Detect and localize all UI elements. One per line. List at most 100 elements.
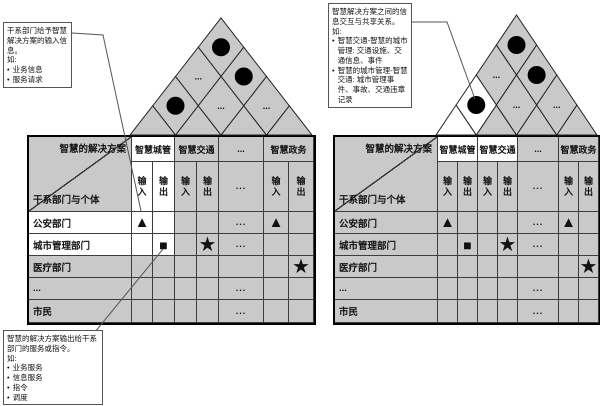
row-label: 城市管理部门: [29, 234, 132, 256]
matrix-cell: [264, 234, 289, 256]
matrix-cell: [197, 300, 219, 323]
left-roof-half-cell: [128, 104, 177, 136]
bullet-text: 业务服务: [12, 363, 43, 373]
matrix-cell: [498, 212, 518, 234]
sub-header: 输入: [438, 162, 458, 212]
bullet-text: 信息服务: [12, 373, 43, 382]
sub-header: 输入: [478, 162, 498, 212]
corner-label-stakeholders: 干系部门与个体: [33, 195, 100, 206]
matrix-cell: [498, 256, 518, 278]
callout-bullet: • 智慧交通-智慧的城市管理: 交通设施、交通信息、事件: [332, 36, 408, 65]
row-label: 城市管理部门: [335, 234, 438, 256]
matrix-cell: [219, 256, 264, 278]
right-roof-half-cell: [555, 104, 598, 136]
callout-text: 智慧的解决方案输出给干系部门的服务或指令。: [7, 334, 97, 353]
matrix-cell: [153, 278, 175, 300]
matrix-cell: ...: [518, 212, 559, 234]
matrix-cell: ■: [153, 234, 175, 256]
column-header: 智慧政务: [264, 137, 314, 162]
right-house-table: 智慧的解决方案干系部门与个体智慧城管智慧交通...智慧政务输入输出输入输出...…: [333, 135, 600, 325]
column-header: 智慧交通: [175, 137, 219, 162]
column-header: 智慧城管: [438, 137, 478, 162]
matrix-cell: ...: [219, 300, 264, 323]
matrix-cell: [197, 256, 219, 278]
callout-bullet: • 信息服务: [7, 373, 99, 383]
matrix-cell: [518, 256, 559, 278]
matrix-cell: [153, 256, 175, 278]
bullet-marker-icon: •: [7, 382, 10, 392]
left-roof-cell: [197, 17, 245, 78]
corner-label-solutions: 智慧的解决方案: [59, 144, 126, 155]
matrix-cell: [498, 300, 518, 323]
callout-bullet: • 调度: [7, 393, 99, 403]
matrix-cell: [264, 300, 289, 323]
row-label: 医疗部门: [335, 256, 438, 278]
matrix-cell: ...: [518, 234, 559, 256]
matrix-cell: [559, 278, 579, 300]
right-roof-cell: [475, 44, 518, 106]
roof-dots-label: ...: [553, 100, 561, 110]
matrix-cell: [438, 278, 458, 300]
right-roof-half-cell: [515, 104, 558, 136]
sub-header: ...: [219, 162, 264, 212]
callout-example-label: 如:: [7, 55, 17, 65]
matrix-cell: [289, 212, 314, 234]
left-roof-cell: [220, 46, 268, 107]
callout-stakeholder-input: 干系部门给予智慧解决方案的输入信息。 如: • 业务信息 • 服务请求: [3, 22, 72, 88]
matrix-cell: [197, 212, 219, 234]
row-label: ...: [335, 278, 438, 300]
callout-bullet: • 服务请求: [7, 75, 68, 85]
matrix-cell: [197, 278, 219, 300]
matrix-cell: [559, 300, 579, 323]
bullet-marker-icon: •: [7, 65, 10, 74]
callout-leader-line: [412, 21, 476, 100]
matrix-cell: ...: [219, 234, 264, 256]
callout-example-label: 如:: [7, 353, 17, 363]
roof-relation-circle-icon: [467, 96, 486, 114]
matrix-cell: ▲: [559, 212, 579, 234]
row-label: 公安部门: [335, 212, 438, 234]
column-header: 智慧政务: [559, 137, 599, 162]
callout-bullet: • 业务信息: [7, 65, 68, 75]
matrix-cell: [438, 300, 458, 323]
callout-solution-output: 智慧的解决方案输出给干系部门的服务或指令。 如: • 业务服务 • 信息服务 •…: [3, 330, 103, 406]
sub-header: 输出: [197, 162, 219, 212]
roof-dots-label: ...: [493, 70, 501, 80]
matrix-cell: ...: [219, 278, 264, 300]
matrix-cell: [478, 256, 498, 278]
matrix-cell: [438, 234, 458, 256]
matrix-cell: [498, 278, 518, 300]
matrix-cell: [478, 234, 498, 256]
row-label: 医疗部门: [29, 256, 132, 278]
right-roof-cell: [515, 44, 558, 106]
corner-label-solutions: 智慧的解决方案: [365, 144, 432, 155]
matrix-cell: [579, 212, 599, 234]
row-label: 市民: [335, 300, 438, 323]
matrix-cell: [458, 212, 478, 234]
sub-header: 输入: [559, 162, 579, 212]
matrix-cell: [289, 300, 314, 323]
left-roof-cell: [152, 75, 199, 136]
matrix-cell: ■: [458, 234, 478, 256]
bullet-text: 指令: [12, 382, 28, 392]
sub-header: 输入: [264, 162, 289, 212]
right-roof-cell: [455, 74, 497, 136]
matrix-cell: [579, 278, 599, 300]
bullet-marker-icon: •: [332, 65, 335, 75]
matrix-cell: [132, 300, 153, 323]
matrix-cell: ...: [518, 300, 559, 323]
sub-header: 输出: [153, 162, 175, 212]
left-roof-half-cell: [219, 104, 268, 136]
matrix-cell: [458, 256, 478, 278]
matrix-cell: [153, 212, 175, 234]
sub-header: 输出: [498, 162, 518, 212]
roof-relation-circle-icon: [527, 66, 546, 84]
right-roof-half-cell: [475, 104, 518, 136]
matrix-cell: [132, 278, 153, 300]
matrix-cell: [132, 234, 153, 256]
matrix-cell: [579, 234, 599, 256]
matrix-cell: [175, 278, 197, 300]
column-header: ...: [219, 137, 264, 162]
row-label: ...: [29, 278, 132, 300]
matrix-cell: [559, 234, 579, 256]
